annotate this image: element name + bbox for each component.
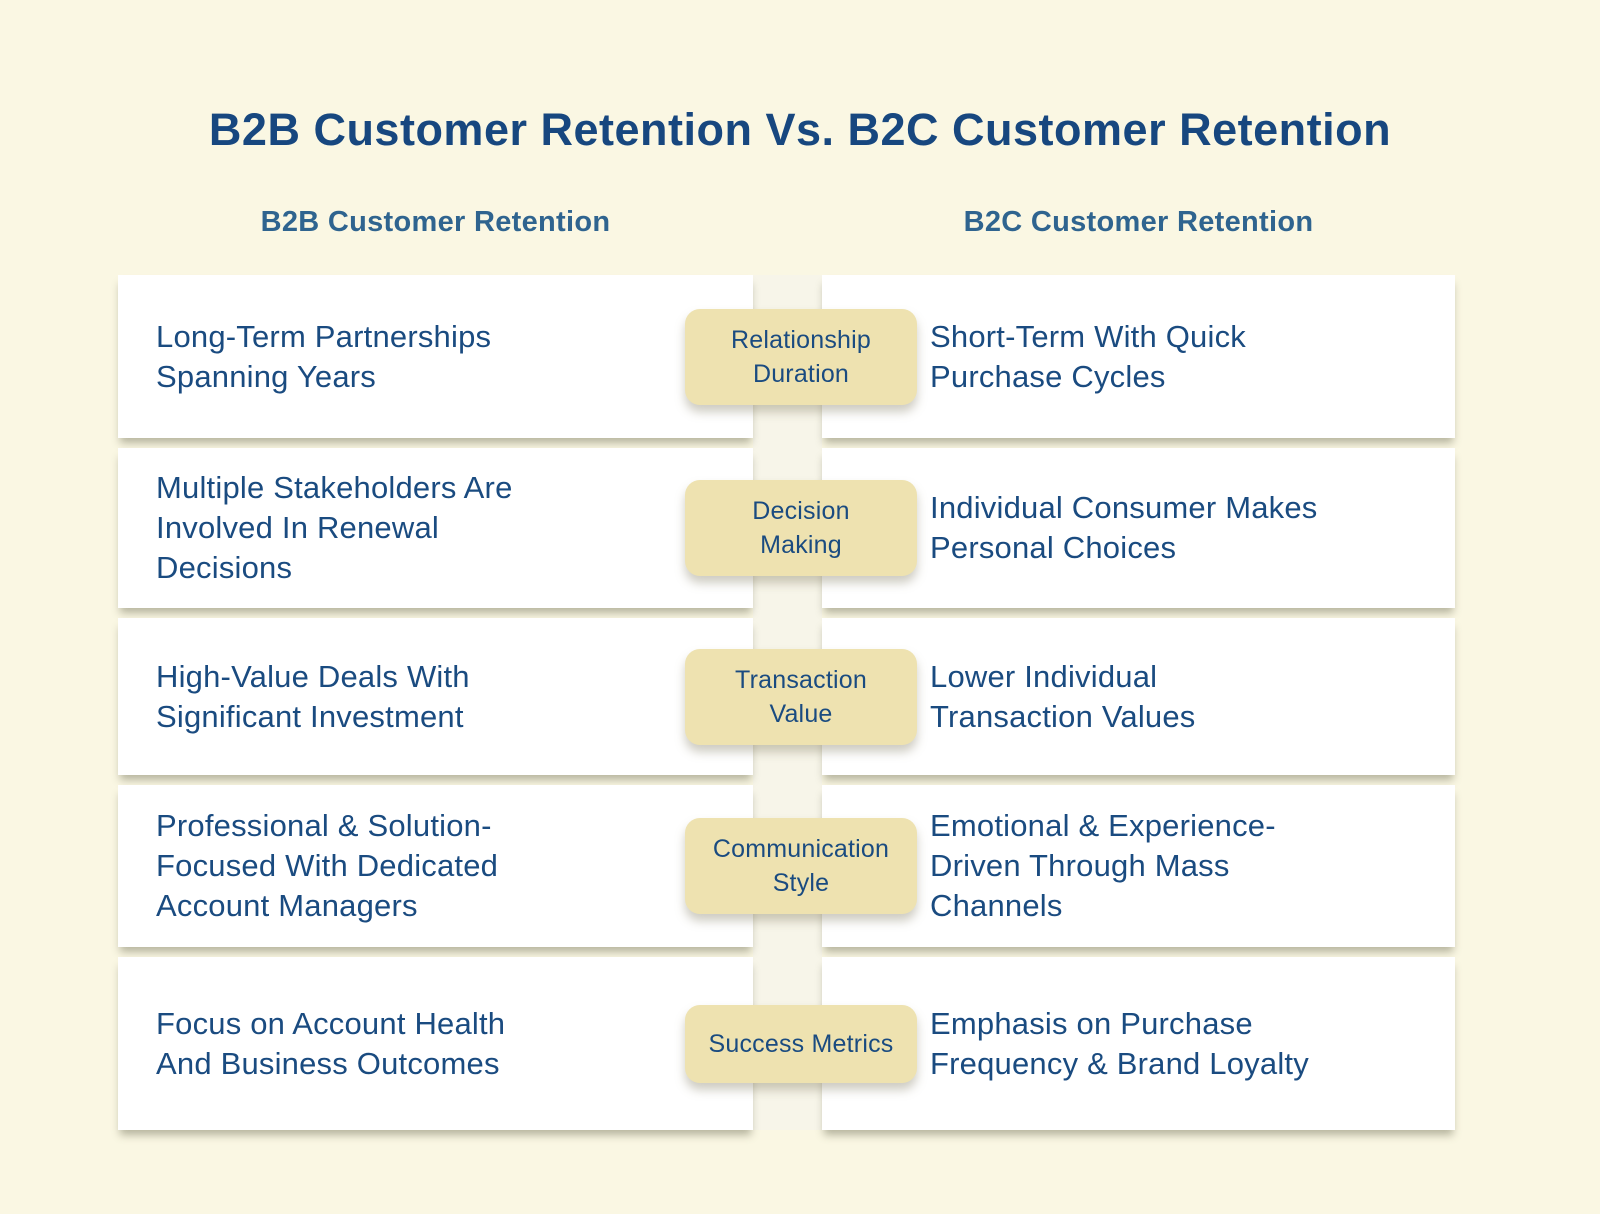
b2c-card: Individual Consumer Makes Personal Choic… [822, 448, 1455, 608]
category-label: Communication Style [712, 835, 890, 897]
category-label-box: Communication Style [685, 818, 917, 914]
b2c-card: Emotional & Experience- Driven Through M… [822, 785, 1455, 947]
b2b-card: Professional & Solution- Focused With De… [118, 785, 753, 947]
b2c-card: Short-Term With Quick Purchase Cycles [822, 275, 1455, 438]
b2b-card: Multiple Stakeholders Are Involved In Re… [118, 448, 753, 608]
comparison-rows: Long-Term Partnerships Spanning Years Sh… [0, 275, 1600, 1130]
b2c-card-text: Lower Individual Transaction Values [930, 658, 1196, 734]
comparison-row-relationship-duration: Long-Term Partnerships Spanning Years Sh… [0, 275, 1600, 438]
b2b-card-text: Focus on Account Health And Business Out… [156, 1005, 506, 1081]
column-header-b2c: B2C Customer Retention [963, 206, 1314, 238]
comparison-row-communication-style: Professional & Solution- Focused With De… [0, 785, 1600, 947]
b2b-card-text: Multiple Stakeholders Are Involved In Re… [156, 470, 513, 585]
b2c-card: Emphasis on Purchase Frequency & Brand L… [822, 957, 1455, 1130]
b2c-card-text: Emphasis on Purchase Frequency & Brand L… [930, 1005, 1309, 1081]
b2c-card-text: Emotional & Experience- Driven Through M… [930, 808, 1276, 923]
b2b-card: Focus on Account Health And Business Out… [118, 957, 753, 1130]
b2c-card-text: Individual Consumer Makes Personal Choic… [930, 490, 1318, 565]
column-header-b2b: B2B Customer Retention [260, 206, 611, 238]
category-label: Relationship Duration [731, 325, 871, 388]
category-label: Success Metrics [708, 1029, 894, 1058]
page-title: B2B Customer Retention Vs. B2C Customer … [208, 104, 1392, 156]
b2b-card-text: Long-Term Partnerships Spanning Years [156, 318, 492, 394]
category-label: Decision Making [752, 497, 850, 559]
category-label-box: Decision Making [685, 480, 917, 576]
comparison-row-decision-making: Multiple Stakeholders Are Involved In Re… [0, 448, 1600, 608]
b2b-card: Long-Term Partnerships Spanning Years [118, 275, 753, 438]
category-label-box: Relationship Duration [685, 308, 917, 405]
comparison-row-success-metrics: Focus on Account Health And Business Out… [0, 957, 1600, 1130]
b2c-card: Lower Individual Transaction Values [822, 618, 1455, 775]
comparison-row-transaction-value: High-Value Deals With Significant Invest… [0, 618, 1600, 775]
category-label-box: Success Metrics [685, 1004, 917, 1083]
b2b-card-text: High-Value Deals With Significant Invest… [156, 658, 470, 734]
category-label-box: Transaction Value [685, 648, 917, 745]
b2b-card: High-Value Deals With Significant Invest… [118, 618, 753, 775]
b2c-card-text: Short-Term With Quick Purchase Cycles [930, 318, 1246, 394]
category-label: Transaction Value [735, 665, 867, 728]
b2b-card-text: Professional & Solution- Focused With De… [156, 808, 499, 923]
